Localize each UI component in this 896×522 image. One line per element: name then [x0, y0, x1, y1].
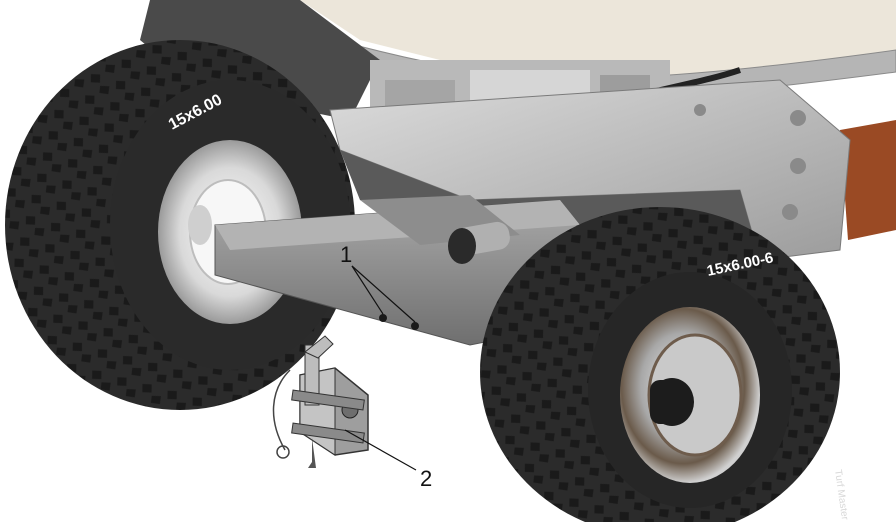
callout-2-leader	[344, 429, 417, 471]
frame-bolts	[694, 104, 806, 220]
hitch-hole-1	[379, 314, 387, 322]
axle-pin	[448, 221, 510, 264]
callout-1-label: 1	[340, 242, 352, 267]
callout-1-leaders	[351, 265, 416, 323]
callout-2-label: 2	[420, 466, 432, 491]
rear-wheel	[5, 40, 355, 410]
brown-side-panel	[840, 120, 896, 240]
front-wheel	[480, 207, 840, 522]
hitch-hole-2	[411, 322, 419, 330]
